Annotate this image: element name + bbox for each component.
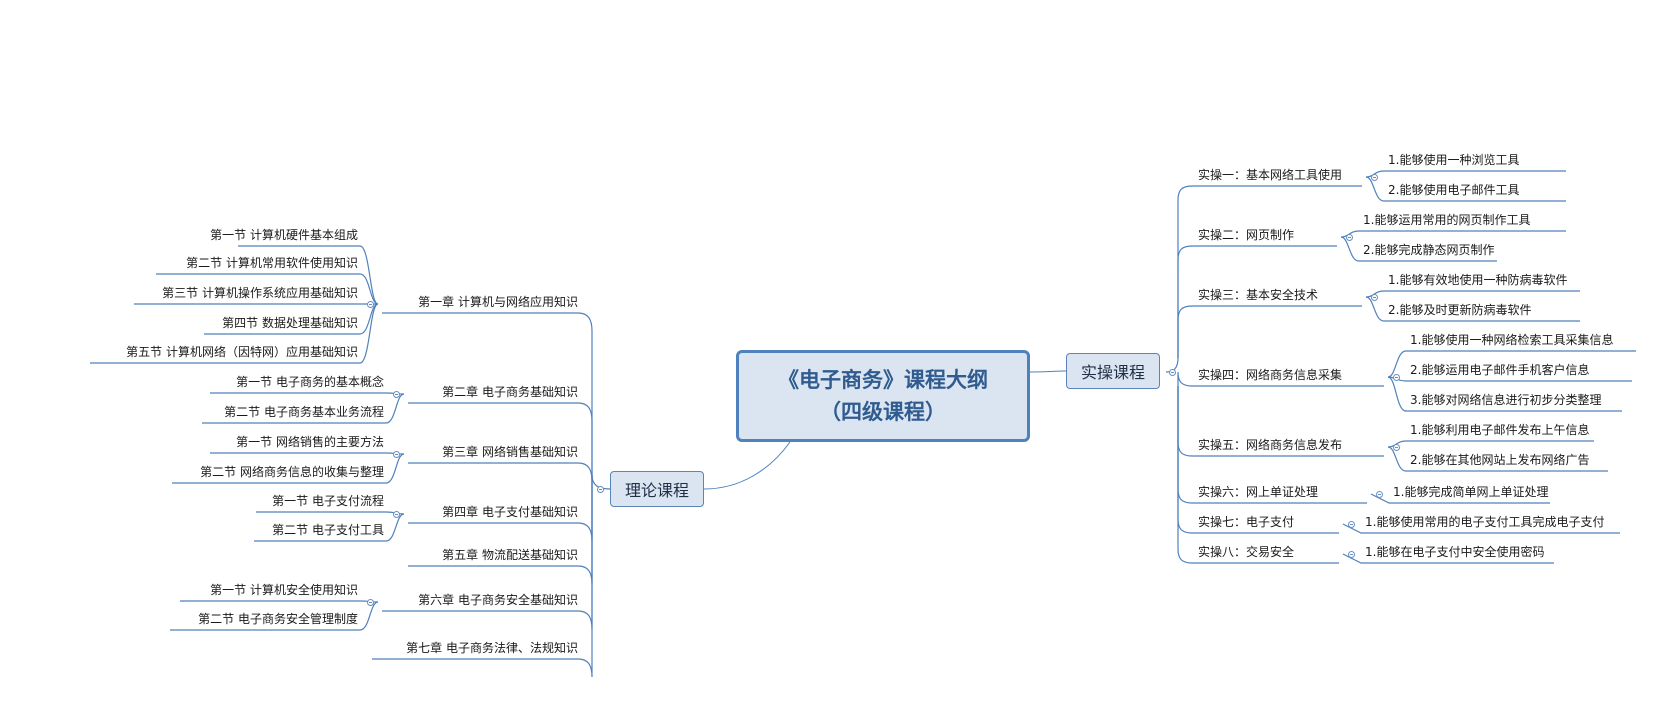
collapse-toggle-icon[interactable] <box>1370 173 1378 181</box>
practice-detail-node[interactable]: 1.能够使用一种网络检索工具采集信息 <box>1410 333 1614 347</box>
practice-detail-node[interactable]: 1.能够有效地使用一种防病毒软件 <box>1388 273 1568 287</box>
root-title-line1: 《电子商务》课程大纲 <box>778 368 988 392</box>
collapse-toggle-icon[interactable] <box>596 485 604 493</box>
practice-detail-node[interactable]: 1.能够在电子支付中安全使用密码 <box>1365 545 1545 559</box>
practice-detail-node[interactable]: 1.能够使用常用的电子支付工具完成电子支付 <box>1365 515 1605 529</box>
practice-detail-node[interactable]: 2.能够在其他网站上发布网络广告 <box>1410 453 1590 467</box>
collapse-toggle-icon[interactable] <box>1375 490 1383 498</box>
collapse-toggle-icon[interactable] <box>392 510 400 518</box>
theory-course-label: 理论课程 <box>624 481 689 500</box>
collapse-toggle-icon[interactable] <box>1347 550 1355 558</box>
chapter-node[interactable]: 第三章 网络销售基础知识 <box>442 445 578 459</box>
root-title-line2: （四级课程） <box>820 400 946 424</box>
practice-detail-node[interactable]: 3.能够对网络信息进行初步分类整理 <box>1410 393 1602 407</box>
practice-item-node[interactable]: 实操二：网页制作 <box>1198 228 1295 242</box>
section-node[interactable]: 第二节 电子商务基本业务流程 <box>224 405 384 419</box>
section-node[interactable]: 第二节 网络商务信息的收集与整理 <box>200 465 384 479</box>
chapter-node[interactable]: 第二章 电子商务基础知识 <box>442 385 578 399</box>
collapse-toggle-icon[interactable] <box>1347 520 1355 528</box>
practice-detail-node[interactable]: 1.能够完成简单网上单证处理 <box>1393 485 1549 499</box>
section-node[interactable]: 第二节 电子支付工具 <box>272 523 384 537</box>
practice-item-node[interactable]: 实操五：网络商务信息发布 <box>1198 438 1343 452</box>
collapse-toggle-icon[interactable] <box>366 300 374 308</box>
section-node[interactable]: 第五节 计算机网络（因特网）应用基础知识 <box>126 345 358 359</box>
section-node[interactable]: 第二节 计算机常用软件使用知识 <box>186 256 358 270</box>
practice-detail-node[interactable]: 1.能够运用常用的网页制作工具 <box>1363 213 1531 227</box>
collapse-toggle-icon[interactable] <box>1168 368 1176 376</box>
section-node[interactable]: 第三节 计算机操作系统应用基础知识 <box>162 286 358 300</box>
practice-item-node[interactable]: 实操七：电子支付 <box>1198 515 1295 529</box>
section-node[interactable]: 第一节 计算机硬件基本组成 <box>210 228 358 242</box>
section-node[interactable]: 第四节 数据处理基础知识 <box>222 316 358 330</box>
chapter-node[interactable]: 第四章 电子支付基础知识 <box>442 505 578 519</box>
collapse-toggle-icon[interactable] <box>392 390 400 398</box>
practice-detail-node[interactable]: 1.能够利用电子邮件发布上午信息 <box>1410 423 1590 437</box>
practice-detail-node[interactable]: 2.能够及时更新防病毒软件 <box>1388 303 1532 317</box>
practice-item-node[interactable]: 实操三：基本安全技术 <box>1198 288 1319 302</box>
theory-course-topic[interactable]: 理论课程 <box>610 471 704 507</box>
section-node[interactable]: 第一节 网络销售的主要方法 <box>236 435 384 449</box>
collapse-toggle-icon[interactable] <box>392 450 400 458</box>
collapse-toggle-icon[interactable] <box>366 598 374 606</box>
section-node[interactable]: 第二节 电子商务安全管理制度 <box>198 612 358 626</box>
practice-item-node[interactable]: 实操一：基本网络工具使用 <box>1198 168 1343 182</box>
chapter-node[interactable]: 第一章 计算机与网络应用知识 <box>418 295 578 309</box>
practice-item-node[interactable]: 实操六：网上单证处理 <box>1198 485 1319 499</box>
practice-detail-node[interactable]: 2.能够使用电子邮件工具 <box>1388 183 1520 197</box>
collapse-toggle-icon[interactable] <box>1392 373 1400 381</box>
practice-detail-node[interactable]: 2.能够完成静态网页制作 <box>1363 243 1495 257</box>
section-node[interactable]: 第一节 电子商务的基本概念 <box>236 375 384 389</box>
section-node[interactable]: 第一节 电子支付流程 <box>272 494 384 508</box>
root-topic[interactable]: 《电子商务》课程大纲 （四级课程） <box>736 350 1030 442</box>
practice-course-topic[interactable]: 实操课程 <box>1066 353 1160 389</box>
collapse-toggle-icon[interactable] <box>1392 443 1400 451</box>
chapter-node[interactable]: 第七章 电子商务法律、法规知识 <box>406 641 578 655</box>
section-node[interactable]: 第一节 计算机安全使用知识 <box>210 583 358 597</box>
chapter-node[interactable]: 第五章 物流配送基础知识 <box>442 548 578 562</box>
practice-detail-node[interactable]: 1.能够使用一种浏览工具 <box>1388 153 1520 167</box>
chapter-node[interactable]: 第六章 电子商务安全基础知识 <box>418 593 578 607</box>
collapse-toggle-icon[interactable] <box>1345 233 1353 241</box>
practice-course-label: 实操课程 <box>1080 363 1145 382</box>
practice-detail-node[interactable]: 2.能够运用电子邮件手机客户信息 <box>1410 363 1590 377</box>
collapse-toggle-icon[interactable] <box>1370 293 1378 301</box>
practice-item-node[interactable]: 实操四：网络商务信息采集 <box>1198 368 1343 382</box>
practice-item-node[interactable]: 实操八：交易安全 <box>1198 545 1295 559</box>
